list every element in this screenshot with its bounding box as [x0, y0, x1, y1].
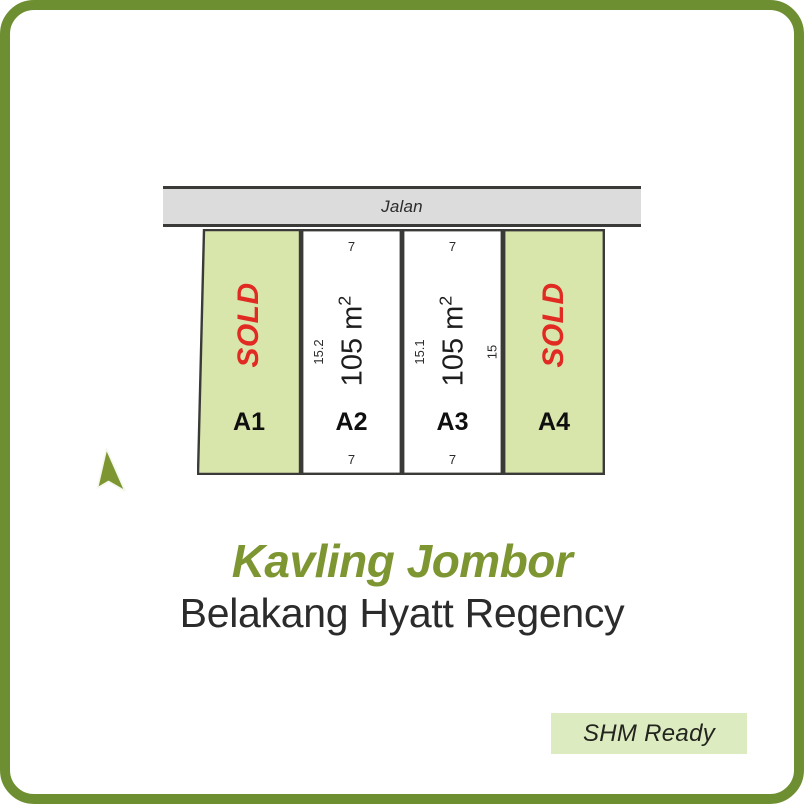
plot-a3-dim-left: 15.1 — [412, 339, 428, 365]
plot-a3-code: A3 — [436, 408, 469, 436]
plot-row: SOLD A1 7 15.2 105 m2 A2 7 — [163, 227, 641, 477]
plot-a1-shape — [197, 229, 301, 475]
plot-a4-code: A4 — [538, 408, 570, 436]
plot-a2[interactable]: 7 15.2 105 m2 A2 7 — [301, 229, 402, 475]
plot-a3-area: 105 m2 — [435, 295, 469, 387]
plot-a3[interactable]: 7 15.1 15 105 m2 A3 7 — [402, 229, 503, 475]
plot-a2-shape — [301, 229, 402, 475]
plot-a1-code: A1 — [233, 408, 265, 436]
shm-ready-label: SHM Ready — [582, 719, 716, 747]
plot-a3-dim-top: 7 — [448, 239, 457, 254]
title-block: Kavling Jombor Belakang Hyatt Regency — [0, 535, 804, 637]
plot-a1[interactable]: SOLD A1 — [197, 229, 301, 475]
plot-a2-code: A2 — [335, 408, 368, 436]
plot-a3-dim-right: 15 — [484, 344, 500, 360]
plot-a2-dim-top: 7 — [347, 239, 356, 254]
shm-ready-badge: SHM Ready — [551, 713, 747, 754]
plot-a1-sold-stamp: SOLD — [232, 282, 265, 368]
plot-a4-shape — [503, 229, 605, 475]
plot-a2-dim-bottom: 7 — [347, 452, 356, 467]
plot-a4-sold-stamp: SOLD — [537, 282, 570, 368]
north-arrow-icon — [92, 447, 132, 502]
page-title: Kavling Jombor — [231, 535, 573, 587]
page-subtitle: Belakang Hyatt Regency — [179, 589, 625, 636]
road-label: Jalan — [381, 196, 423, 216]
plot-a2-dim-left: 15.2 — [311, 339, 327, 365]
plot-a3-shape — [402, 229, 503, 475]
road-band-jalan: Jalan — [163, 186, 641, 227]
plot-a3-dim-bottom: 7 — [448, 452, 457, 467]
plot-a2-area: 105 m2 — [334, 295, 368, 387]
plot-a4[interactable]: SOLD A4 — [503, 229, 605, 475]
